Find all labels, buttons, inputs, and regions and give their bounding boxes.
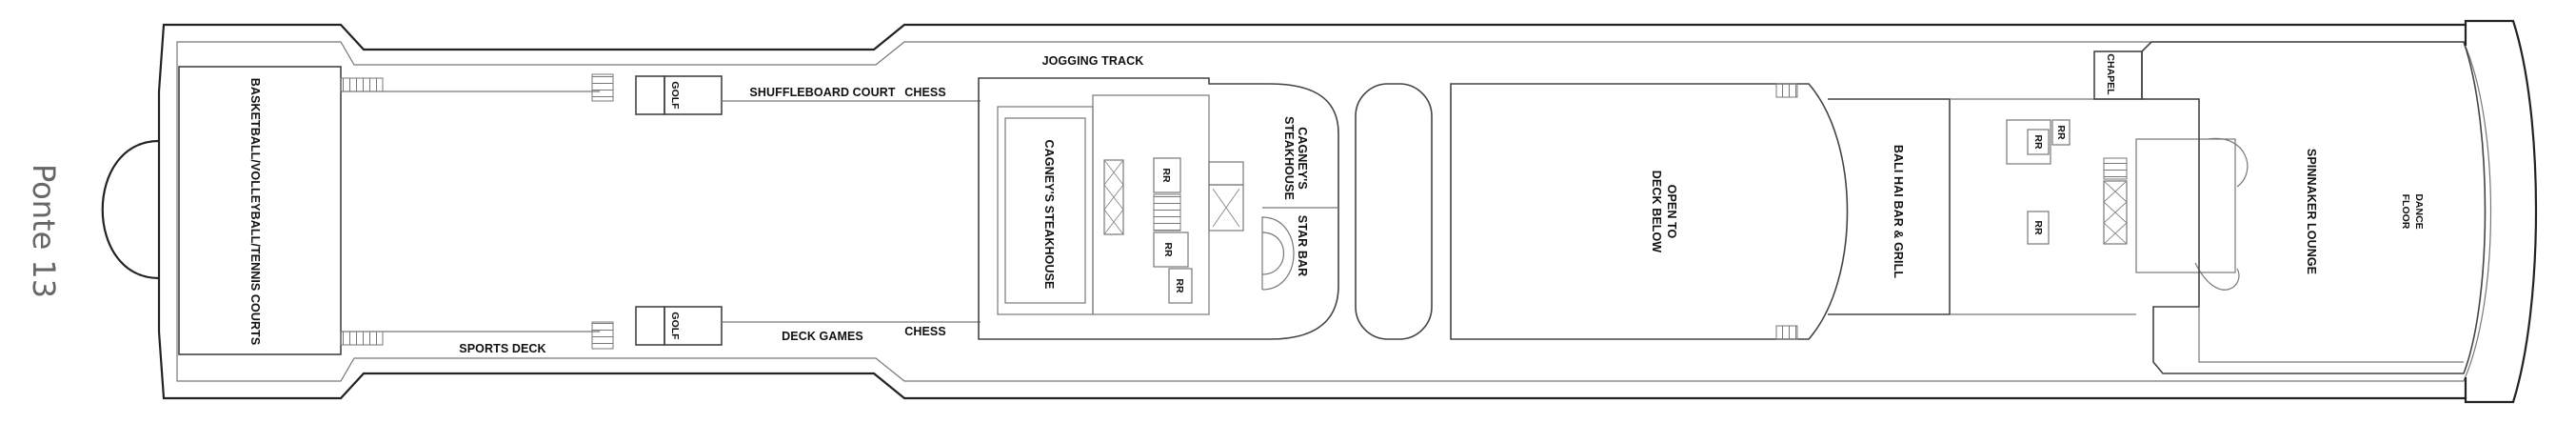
golf-area-bottom: GOLF [635,306,723,346]
stern-bump [101,139,160,280]
inner-deck-line [176,41,2492,382]
deck-games-label: DECK GAMES [782,330,863,343]
spinnaker-label: SPINNAKER LOUNGE [2305,149,2318,274]
game-lanes: SHUFFLEBOARD COURT CHESS DECK GAMES CHES… [722,86,981,343]
bali-hai-label: BALI HAI BAR & GRILL [1892,145,1905,278]
rr-label-5: RR [2032,134,2044,150]
pool-capsule [1355,83,1433,340]
cagneys-steakhouse: CAGNEY'S STEAKHOUSE RR RR RR STAR BAR CA… [978,77,1339,340]
bali-hai-bar-grill: BALI HAI BAR & GRILL RR RR RR [1828,98,2249,315]
shuffleboard-label: SHUFFLEBOARD COURT [749,86,895,99]
open-label-line2: DECK BELOW [1650,171,1663,253]
sports-deck-area: SPORTS DECK [340,73,614,355]
golf-label-bottom: GOLF [669,312,681,340]
rr-label-1: RR [1160,168,1172,183]
sports-deck-label: SPORTS DECK [459,342,545,355]
star-bar-label: STAR BAR [1296,215,1309,276]
chapel: CHAPEL [2093,50,2143,100]
rr-label-2: RR [1162,242,1174,257]
dance-floor-line1: DANCE [2413,193,2425,229]
open-label-line1: OPEN TO [1665,185,1678,239]
hull-outline [157,19,2538,404]
golf-area-top: GOLF [635,75,723,115]
rr-label-4: RR [2055,125,2067,140]
spinnaker-lounge: SPINNAKER LOUNGE DANCE FLOOR [2141,41,2487,374]
open-to-deck-below: OPEN TO DECK BELOW [1450,83,1849,340]
dance-floor-line2: FLOOR [2400,194,2411,230]
cagneys-label-line1: CAGNEY'S [1296,127,1309,190]
chess-label-top: CHESS [904,86,946,99]
chess-label-bottom: CHESS [904,325,946,338]
chapel-label: CHAPEL [2105,53,2116,95]
rr-label-3: RR [1174,278,1185,293]
rr-label-6: RR [2032,220,2044,235]
sports-courts: BASKETBALL/VOLLEYBALL/TENNIS COURTS [178,66,342,355]
golf-label-top: GOLF [669,81,681,110]
cagneys-steakhouse-label: CAGNEY'S STEAKHOUSE [1042,140,1056,290]
jogging-track-label: JOGGING TRACK [1042,54,1144,68]
cagneys-label-line2: STEAKHOUSE [1282,116,1296,200]
courts-label: BASKETBALL/VOLLEYBALL/TENNIS COURTS [248,78,262,346]
